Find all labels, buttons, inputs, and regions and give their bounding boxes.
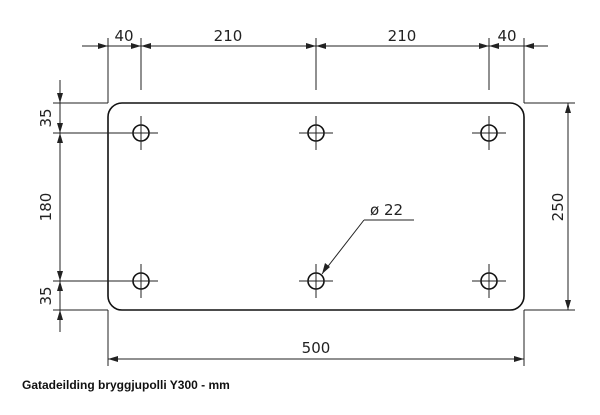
top-dim-40-right: 40 [497, 27, 516, 45]
hole-bottom-middle [299, 264, 333, 298]
left-extension-lines [53, 102, 125, 311]
plate-outline [107, 102, 525, 311]
left-dimension-line [57, 80, 63, 332]
top-extension-lines [107, 38, 525, 103]
left-dim-35-top: 35 [37, 108, 55, 127]
top-dim-40-left: 40 [114, 27, 133, 45]
hole-bottom-right [472, 264, 506, 298]
right-dimension-line [524, 102, 575, 311]
hole-top-left [124, 116, 158, 150]
holes [124, 116, 506, 298]
left-dim-35-bottom: 35 [37, 286, 55, 305]
hole-bottom-left [124, 264, 158, 298]
plate-drawing: 40 210 210 40 35 180 35 250 500 [37, 27, 575, 366]
right-dim-250: 250 [549, 193, 567, 222]
bottom-dim-500: 500 [302, 339, 331, 357]
hole-diameter-leader [321, 219, 414, 275]
hole-top-right [472, 116, 506, 150]
bottom-dimension-line [107, 310, 525, 366]
top-dim-210-left: 210 [214, 27, 243, 45]
drawing-caption: Gatadeilding bryggjupolli Y300 - mm [22, 378, 230, 392]
top-dimension-line [82, 43, 548, 49]
hole-top-middle [299, 116, 333, 150]
hole-diameter-label: ø 22 [370, 201, 403, 219]
left-dim-180: 180 [37, 193, 55, 222]
top-dim-210-right: 210 [388, 27, 417, 45]
